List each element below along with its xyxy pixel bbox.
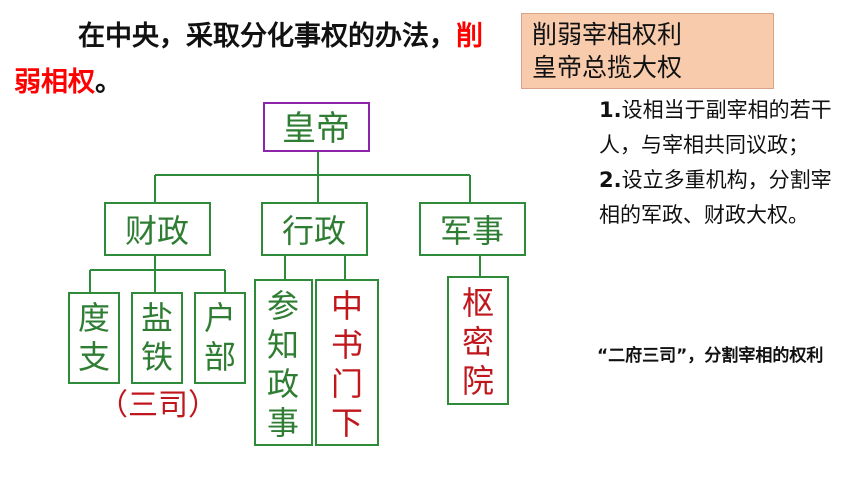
measure-1-text: 设相当于副宰相的若干人，与宰相共同议政； <box>599 98 832 157</box>
emperor-label: 皇帝 <box>282 109 350 149</box>
hubu-label: 户部 <box>204 299 236 376</box>
zhongshu-menxia-label: 中书门下 <box>331 287 363 442</box>
intro-end: 。 <box>95 67 122 98</box>
finance-label: 财政 <box>125 212 189 250</box>
measures-list: 1.设相当于副宰相的若干人，与宰相共同议政； 2.设立多重机构，分割宰相的军政、… <box>599 93 849 233</box>
yantie-box <box>131 292 183 384</box>
military-label: 军事 <box>440 212 504 250</box>
sansi-label: （三司） <box>98 388 218 423</box>
intro-paragraph: 在中央，采取分化事权的办法，削弱相权。 <box>14 14 494 106</box>
hubu-box <box>194 292 246 384</box>
canzhi-zhengshi-label: 参知政事 <box>267 287 299 442</box>
intro-text: 在中央，采取分化事权的办法， <box>78 21 456 52</box>
duzhi-box <box>68 292 120 384</box>
shumiyuan-box <box>447 276 509 405</box>
measure-2: 2.设立多重机构，分割宰相的军政、财政大权。 <box>599 163 849 233</box>
note-line-1: 削弱宰相权利 <box>532 20 683 49</box>
measure-2-number: 2. <box>599 168 622 192</box>
connector-lines <box>89 150 481 293</box>
admin-box <box>261 202 368 256</box>
measure-2-text: 设立多重机构，分割宰相的军政、财政大权。 <box>599 168 832 227</box>
shumiyuan-label: 枢密院 <box>462 284 494 400</box>
duzhi-label: 度支 <box>78 299 110 376</box>
canzhi-zhengshi-box <box>254 279 313 446</box>
emperor-box <box>263 102 370 152</box>
two-offices-three-bureaus-note: “二府三司”，分割宰相的权利 <box>597 346 824 366</box>
measure-1: 1.设相当于副宰相的若干人，与宰相共同议政； <box>599 93 849 163</box>
finance-box <box>104 202 211 256</box>
note-line-2: 皇帝总揽大权 <box>532 53 683 82</box>
summary-note-box: 削弱宰相权利 皇帝总揽大权 <box>521 13 774 89</box>
military-box <box>419 202 526 256</box>
admin-label: 行政 <box>282 212 346 250</box>
yantie-label: 盐铁 <box>141 299 173 376</box>
measure-1-number: 1. <box>599 98 622 122</box>
zhongshu-menxia-box <box>315 279 379 446</box>
intro-highlight: 削弱相权 <box>14 21 483 98</box>
